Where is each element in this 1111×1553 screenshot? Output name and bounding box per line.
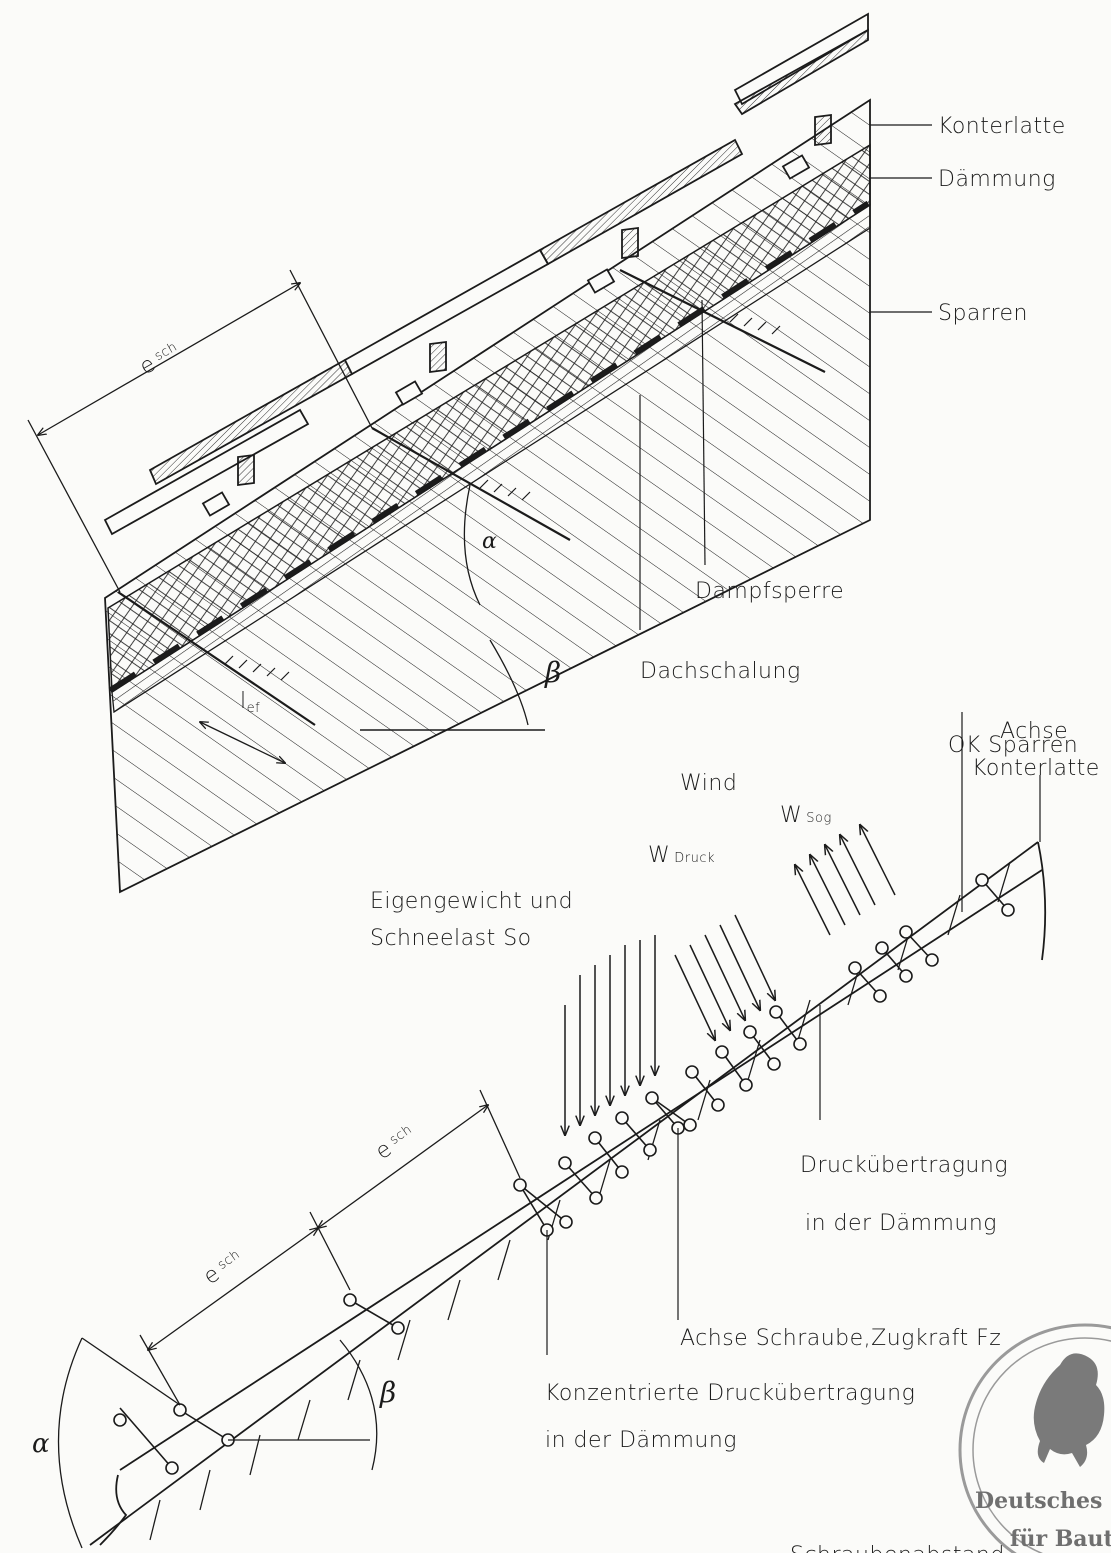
dimension-l-ef: [200, 722, 285, 763]
spring-links: [113, 873, 1015, 1475]
label-daemmung: Dämmung: [938, 167, 1056, 192]
label-screw-axis: Achse Schraube,Zugkraft Fz: [680, 1326, 1001, 1351]
roof-cross-section: esch lef α β Konterlatte Dämmung Sparren…: [27, 12, 1066, 894]
label-concentrated-1: Konzentrierte Druckübertragung: [545, 1381, 915, 1406]
label-dead-load-1: Eigengewicht und: [370, 889, 573, 914]
label-pressure-transfer-2: in der Dämmung: [805, 1211, 997, 1236]
angle-alpha-arc-top: [463, 484, 481, 606]
static-model: esch esch α β Eigengewicht und Schneelas…: [32, 712, 1100, 1553]
dimension-e-sch-top: [27, 269, 373, 593]
label-dampfsperre: Dampfsperre: [695, 579, 844, 604]
label-dead-load-2: Schneelast So: [370, 926, 532, 951]
wind-suction-arrows: [795, 825, 896, 936]
angle-beta-arc-top: [489, 639, 529, 726]
roof-sheathing: [111, 203, 871, 714]
label-alpha-bottom: α: [32, 1429, 50, 1459]
angle-alpha-bottom: [57, 1337, 181, 1549]
stamp-line-2: für Baute: [1010, 1526, 1111, 1552]
screws: [117, 269, 826, 726]
vapour-barrier: [108, 200, 870, 693]
label-alpha-top: α: [482, 529, 497, 554]
rafter-band: [89, 841, 1047, 1546]
angle-beta-bottom: [228, 1339, 378, 1471]
leader-lines-bottom: [546, 712, 1041, 1355]
dead-load-arrows: [565, 935, 655, 1135]
label-l-ef: lef: [240, 689, 260, 716]
label-dachschalung: Dachschalung: [640, 659, 801, 684]
bear-emblem-icon: [1033, 1353, 1105, 1467]
label-e-sch-bottom-2: esch: [371, 1121, 420, 1165]
label-pressure-transfer-1: Druckübertragung: [800, 1153, 1008, 1178]
label-axis-counter-batten-1: Achse: [1000, 719, 1068, 744]
label-sparren: Sparren: [938, 301, 1028, 326]
label-konterlatte: Konterlatte: [938, 114, 1066, 139]
leader-lines-top: [639, 124, 932, 630]
stamp-line-1: Deutsches I: [975, 1488, 1111, 1514]
label-concentrated-2: in der Dämmung: [545, 1428, 737, 1453]
label-rafter-top: OK Sparren: [948, 733, 1078, 758]
institute-stamp: Deutsches I für Baute: [958, 1323, 1111, 1553]
label-axis-counter-batten-2: Konterlatte: [972, 756, 1100, 781]
label-partial-bottom: Schraubenabstand: [790, 1543, 1005, 1553]
wind-pressure-arrows: [674, 914, 775, 1040]
label-beta-top: β: [544, 656, 562, 689]
dimension-e-sch-bottom: [139, 1089, 521, 1406]
label-wind: Wind: [680, 771, 737, 796]
label-beta-bottom: β: [379, 1376, 397, 1409]
